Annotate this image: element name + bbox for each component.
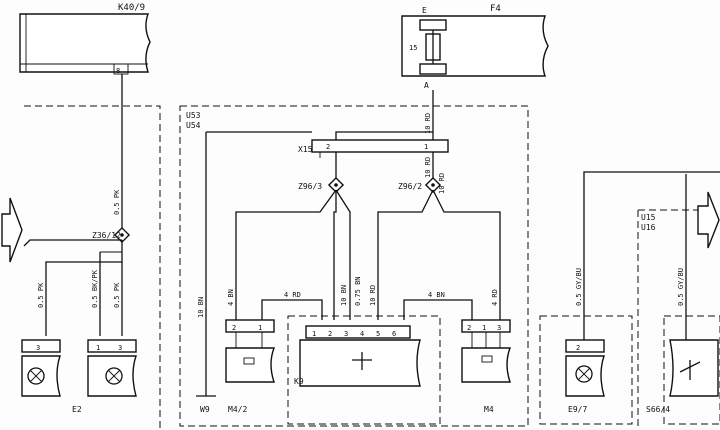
- module-u54-label: U54: [186, 121, 201, 130]
- f4-label: F4: [490, 4, 501, 14]
- k9-pin-2: 2: [328, 330, 332, 338]
- wire-e2-mid-label: 0.5 BK/PK: [91, 269, 99, 308]
- splice-z36-12-label: Z36/12: [92, 231, 121, 240]
- component-e9-7-label: E9/7: [568, 405, 587, 414]
- wire-f4-3-label: 10 RD: [438, 173, 446, 194]
- wire-m4-right-label: 4 RD: [491, 289, 499, 306]
- f4-component-box: [401, 15, 549, 77]
- wire-w9-label: 10 BN: [197, 297, 205, 318]
- component-w9-label: W9: [200, 405, 210, 414]
- e2-pin-3: 3: [118, 344, 122, 352]
- wire-e2-right-label: 0.5 PK: [113, 282, 121, 308]
- module-u16-label: U16: [641, 223, 656, 232]
- k9-pin-1: 1: [312, 330, 316, 338]
- wire-k40-label: 0.5 PK: [113, 189, 121, 215]
- wire-m4-top-label: 4 BN: [428, 291, 445, 299]
- f4-pin-side: 15: [409, 44, 417, 52]
- left-module-boundary: [24, 105, 161, 428]
- left-continuation-arrow: [1, 197, 23, 263]
- k9-pin-3: 3: [344, 330, 348, 338]
- wire-e2-left-label: 0.5 PK: [37, 282, 45, 308]
- module-u53-boundary: [179, 105, 529, 427]
- x15-connector: [311, 139, 449, 158]
- x15-pin-2: 2: [326, 143, 330, 151]
- component-e2-label: E2: [72, 405, 82, 414]
- x15-label: X15: [298, 145, 313, 154]
- wire-k9-a-label: 10 BN: [340, 285, 348, 306]
- f4-pin-e: E: [422, 6, 427, 15]
- wire-k9-b-label: 0.75 BN: [354, 276, 362, 306]
- wire-s664-label: 0.5 GY/BU: [677, 268, 685, 306]
- e2-pin-1: 1: [96, 344, 100, 352]
- component-m4-2-label: M4/2: [228, 405, 247, 414]
- k9-pin-6: 6: [392, 330, 396, 338]
- k9-pin-4: 4: [360, 330, 364, 338]
- right-continuation-arrow: [697, 191, 720, 249]
- e97-pin-2: 2: [576, 344, 580, 352]
- splice-z96-2: [424, 176, 442, 194]
- splice-z96-3-label: Z96/3: [298, 182, 322, 191]
- splice-z36-12: [113, 226, 131, 244]
- e2-left-pin: 3: [36, 344, 40, 352]
- component-k9-label: K9: [294, 377, 304, 386]
- wire-e97-label: 0.5 GY/BU: [575, 268, 583, 306]
- wire-m42-left-label: 4 BN: [227, 289, 235, 306]
- m4-pin-3: 3: [497, 324, 501, 332]
- module-u15-label: U15: [641, 213, 656, 222]
- wire-m42-right-label: 4 RD: [284, 291, 301, 299]
- k40-9-component-box: [19, 13, 151, 75]
- module-u53-label: U53: [186, 111, 201, 120]
- component-k9: [287, 315, 441, 425]
- wire-k9-c-label: 10 RD: [369, 285, 377, 306]
- x15-pin-1: 1: [424, 143, 428, 151]
- m4-pin-1: 1: [482, 324, 486, 332]
- component-e9-7: [539, 315, 633, 425]
- m4-pin-2: 2: [467, 324, 471, 332]
- component-s66-4: [663, 315, 720, 425]
- k40-9-label: K40/9: [118, 3, 145, 13]
- k40-9-pin: 8: [116, 67, 120, 75]
- wire-f4-1-label: 10 RD: [424, 113, 432, 134]
- component-m4: [461, 319, 512, 383]
- component-m4-label: M4: [484, 405, 494, 414]
- m42-pin-2: 2: [232, 324, 236, 332]
- component-s66-4-label: S66/4: [646, 405, 670, 414]
- k9-pin-5: 5: [376, 330, 380, 338]
- f4-pin-a: A: [424, 81, 429, 90]
- m42-pin-1: 1: [258, 324, 262, 332]
- wire-f4-2-label: 10 RD: [424, 157, 432, 178]
- splice-z96-3: [327, 176, 345, 194]
- component-e2: [87, 339, 137, 397]
- component-m4-2: [225, 319, 276, 383]
- component-left-lamp: [21, 339, 61, 397]
- splice-z96-2-label: Z96/2: [398, 182, 422, 191]
